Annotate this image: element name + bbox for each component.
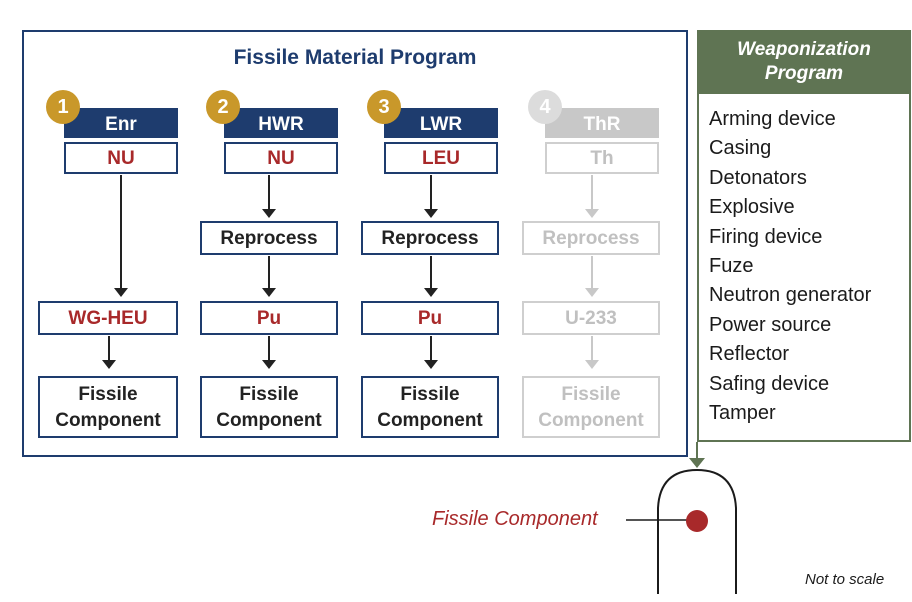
step-badge: 1	[46, 90, 80, 124]
fissile-component-callout: Fissile Component	[432, 508, 598, 530]
weapon-item: Explosive	[709, 196, 795, 219]
flow-arrowhead	[262, 288, 276, 297]
fuel-box: NU	[224, 142, 338, 174]
bomb-casing-outline	[657, 468, 737, 594]
component-line1: Fissile	[400, 384, 460, 405]
flow-arrow-line	[591, 336, 593, 366]
flow-arrowhead	[424, 288, 438, 297]
flow-arrow-line	[430, 336, 432, 366]
weapon-item: Casing	[709, 137, 772, 160]
material-box: Pu	[200, 301, 338, 335]
material-box: WG-HEU	[38, 301, 178, 335]
component-line2: Component	[216, 410, 322, 431]
flow-arrowhead	[424, 209, 438, 218]
weapon-item: Power source	[709, 313, 832, 336]
flow-arrow-line	[268, 175, 270, 215]
reactor-header: LWR	[384, 108, 498, 138]
fuel-box: Th	[545, 142, 659, 174]
flow-arrowhead	[424, 360, 438, 369]
weaponization-items: Arming device Casing Detonators Explosiv…	[709, 105, 871, 428]
reprocess-box: Reprocess	[522, 221, 660, 255]
weaponization-panel: Weaponization Program Arming device Casi…	[697, 30, 911, 442]
flow-arrowhead	[262, 209, 276, 218]
flow-arrow-line	[268, 336, 270, 366]
material-box: Pu	[361, 301, 499, 335]
step-badge: 2	[206, 90, 240, 124]
weapon-item: Safing device	[709, 372, 830, 395]
reactor-header: HWR	[224, 108, 338, 138]
fissile-component-box: Fissile Component	[200, 376, 338, 438]
fuel-box: NU	[64, 142, 178, 174]
fissile-component-box: Fissile Component	[522, 376, 660, 438]
flow-arrowhead	[585, 209, 599, 218]
reprocess-box: Reprocess	[200, 221, 338, 255]
weapon-item: Fuze	[709, 255, 754, 278]
fissile-component-box: Fissile Component	[38, 376, 178, 438]
flow-arrow-line	[591, 256, 593, 294]
fissile-program-title: Fissile Material Program	[233, 46, 477, 69]
component-line1: Fissile	[78, 384, 138, 405]
weaponization-title-line2: Program	[764, 63, 844, 84]
step-badge: 3	[367, 90, 401, 124]
flow-arrowhead	[585, 288, 599, 297]
component-line2: Component	[55, 410, 161, 431]
flow-arrowhead	[114, 288, 128, 297]
flow-arrow-line	[268, 256, 270, 294]
component-line1: Fissile	[239, 384, 299, 405]
step-badge: 4	[528, 90, 562, 124]
material-box: U-233	[522, 301, 660, 335]
weaponization-title-line1: Weaponization	[737, 39, 871, 60]
weapon-item: Tamper	[709, 402, 776, 425]
component-line1: Fissile	[561, 384, 621, 405]
flow-arrowhead	[102, 360, 116, 369]
not-to-scale-note: Not to scale	[805, 571, 885, 588]
component-line2: Component	[538, 410, 644, 431]
fissile-component-box: Fissile Component	[361, 376, 499, 438]
fuel-box: LEU	[384, 142, 498, 174]
weaponization-header: Weaponization Program	[699, 32, 909, 94]
reactor-header: Enr	[64, 108, 178, 138]
weapon-item: Firing device	[709, 225, 823, 248]
weapon-item: Neutron generator	[709, 284, 872, 307]
flow-arrow-line	[430, 175, 432, 215]
reactor-header: ThR	[545, 108, 659, 138]
reprocess-box: Reprocess	[361, 221, 499, 255]
weapon-item: Arming device	[709, 108, 836, 130]
flow-arrow-line	[430, 256, 432, 294]
flow-arrowhead	[585, 360, 599, 369]
weapon-item: Reflector	[709, 343, 790, 366]
fissile-material-panel: Fissile Material Program	[22, 30, 688, 457]
component-line2: Component	[377, 410, 483, 431]
fissile-core-circle	[686, 510, 708, 532]
weaponization-connector-arrowhead	[689, 458, 705, 468]
flow-arrow-line	[120, 175, 122, 295]
weapon-item: Detonators	[709, 166, 807, 189]
flow-arrowhead	[262, 360, 276, 369]
flow-arrow-line	[108, 336, 110, 366]
flow-arrow-line	[591, 175, 593, 215]
